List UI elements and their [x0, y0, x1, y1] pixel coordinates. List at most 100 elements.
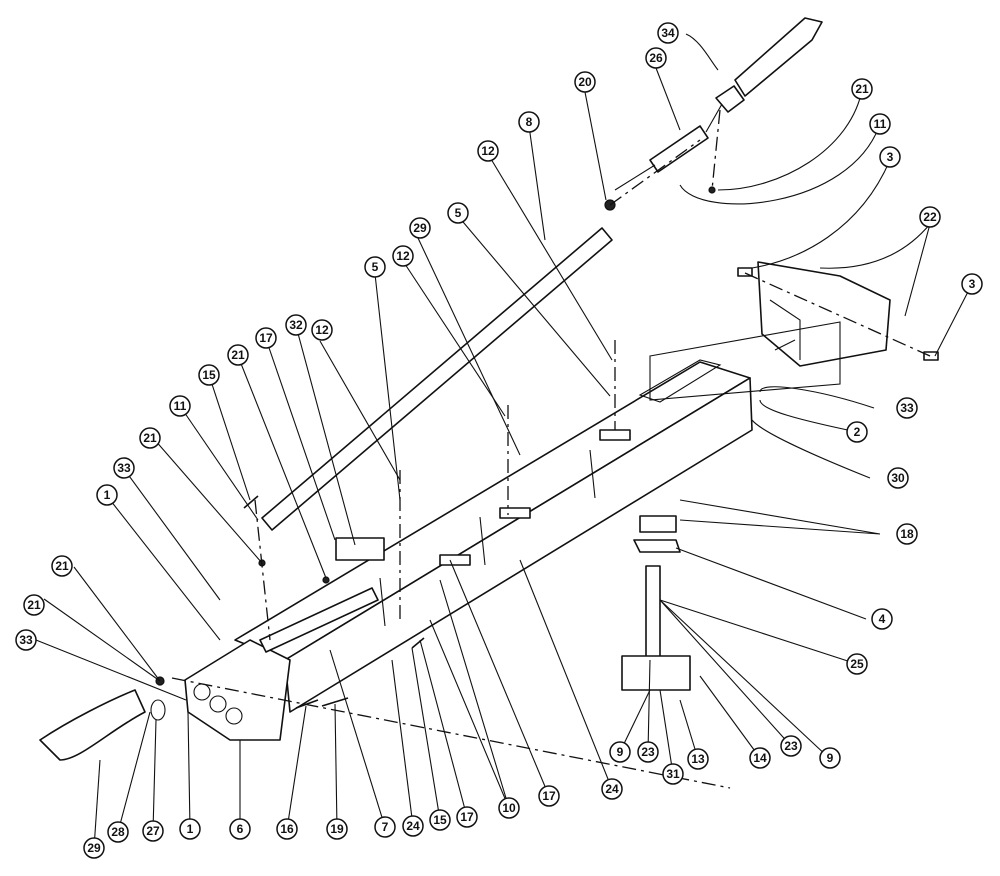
- leader-24b: [391, 659, 414, 827]
- callout-c10: 10: [498, 797, 520, 819]
- stand-clamp: [633, 539, 681, 553]
- callout-circle: [402, 815, 424, 837]
- callout-number: 21: [231, 348, 245, 362]
- callout-circle: [139, 427, 161, 449]
- callout-number: 4: [879, 612, 886, 626]
- leader-34: [685, 33, 719, 71]
- beam-seam-3: [379, 577, 386, 627]
- callout-number: 12: [481, 144, 495, 158]
- callout-circle: [169, 395, 191, 417]
- callout-c17c: 17: [456, 806, 478, 828]
- callout-c9b: 9: [609, 741, 631, 763]
- clamp-plate-4: [439, 554, 471, 566]
- callout-number: 25: [850, 657, 864, 671]
- leader-4: [675, 547, 867, 620]
- callout-circle: [879, 146, 901, 168]
- callout-circle: [364, 256, 386, 278]
- leader-23a: [659, 599, 792, 747]
- callout-number: 33: [19, 633, 33, 647]
- callout-circle: [869, 113, 891, 135]
- leader-17b: [449, 559, 550, 797]
- leader-21c: [153, 438, 263, 564]
- callout-c33b: 33: [896, 397, 918, 419]
- callout-number: 1: [187, 822, 194, 836]
- leader-12a: [487, 153, 613, 361]
- callout-c21c: 21: [139, 427, 161, 449]
- front-head-part: [184, 639, 291, 741]
- leader-8: [528, 125, 546, 241]
- callout-circle: [846, 421, 868, 443]
- callout-c8: 8: [518, 111, 540, 133]
- callout-c12a: 12: [477, 140, 499, 162]
- callout-number: 19: [330, 822, 344, 836]
- callout-circle: [687, 748, 709, 770]
- leader-9a: [659, 599, 830, 759]
- callout-number: 21: [855, 82, 869, 96]
- leader-31: [659, 689, 674, 775]
- callout-number: 28: [111, 825, 125, 839]
- arm-bracket-part: [715, 85, 745, 113]
- callout-c21d: 21: [51, 555, 73, 577]
- callout-c1b: 1: [179, 818, 201, 840]
- callout-circle: [96, 484, 118, 506]
- bolt-24: [411, 637, 425, 649]
- callout-circle: [285, 314, 307, 336]
- leader-7: [329, 649, 386, 828]
- callout-number: 12: [396, 249, 410, 263]
- callout-number: 5: [372, 260, 379, 274]
- callout-number: 21: [143, 431, 157, 445]
- callout-c34: 34: [657, 22, 679, 44]
- callout-number: 11: [874, 117, 887, 131]
- callout-circle: [227, 344, 249, 366]
- callout-c19: 19: [326, 818, 348, 840]
- callout-c23b: 23: [637, 741, 659, 763]
- clamp-plate-1: [335, 537, 385, 561]
- callout-c5a: 5: [447, 202, 469, 224]
- leader-11b: [179, 405, 259, 521]
- callout-circle: [374, 816, 396, 838]
- callout-c26: 26: [645, 47, 667, 69]
- callout-number: 15: [202, 368, 216, 382]
- callout-circle: [819, 747, 841, 769]
- callout-c23a: 23: [780, 735, 802, 757]
- callout-number: 15: [433, 813, 447, 827]
- leader-22: [819, 223, 931, 317]
- callout-number: 21: [55, 559, 69, 573]
- callout-circle: [846, 653, 868, 675]
- callout-c3a: 3: [879, 146, 901, 168]
- leader-21b: [237, 355, 327, 579]
- callout-number: 5: [455, 206, 462, 220]
- callout-c11b: 11: [169, 395, 191, 417]
- callout-circle: [15, 629, 37, 651]
- nut-21-right: [708, 186, 716, 194]
- callout-circle: [662, 763, 684, 785]
- front-hole-3: [225, 707, 243, 725]
- leader-11a: [679, 123, 881, 205]
- leader-18: [679, 499, 881, 535]
- callout-c7: 7: [374, 816, 396, 838]
- leader-20: [584, 91, 607, 201]
- callout-circle: [518, 111, 540, 133]
- callout-circle: [229, 818, 251, 840]
- callout-c29b: 29: [83, 837, 105, 859]
- callout-circle: [392, 245, 414, 267]
- callout-c33a: 33: [113, 457, 135, 479]
- callout-circle: [447, 202, 469, 224]
- callout-c2: 2: [846, 421, 868, 443]
- main-beam-side-part: [284, 377, 753, 713]
- leader-28: [117, 711, 151, 833]
- leader-3a: [751, 159, 891, 269]
- callout-c14: 14: [749, 747, 771, 769]
- callout-c13: 13: [687, 748, 709, 770]
- callout-number: 17: [259, 331, 273, 345]
- clamp-plate-2: [499, 507, 531, 519]
- stand-top-plate: [639, 515, 677, 533]
- callout-number: 9: [827, 751, 834, 765]
- leader-17c: [419, 639, 468, 818]
- callout-circle: [887, 467, 909, 489]
- callout-c31: 31: [662, 763, 684, 785]
- leader-21a: [717, 89, 863, 191]
- callout-number: 34: [661, 26, 675, 40]
- callout-number: 8: [526, 115, 533, 129]
